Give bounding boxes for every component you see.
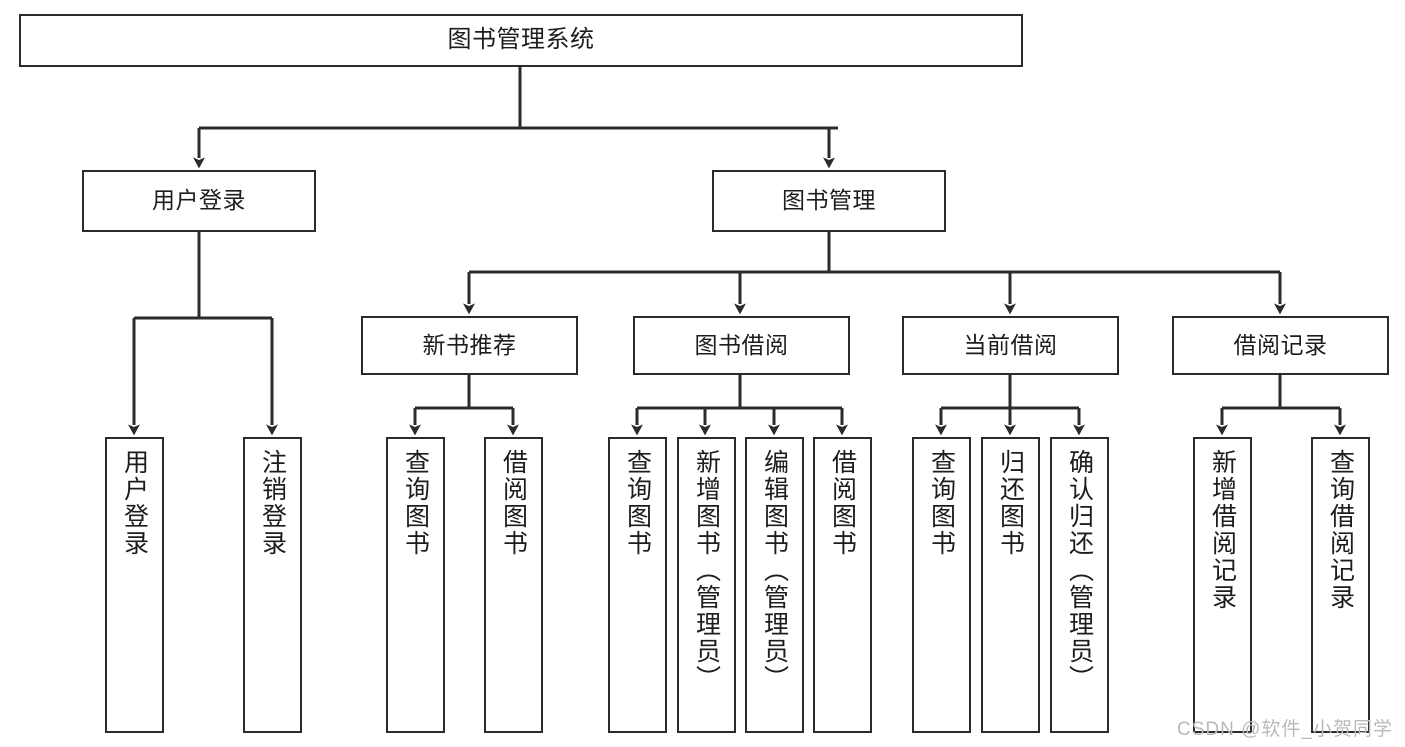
node-label: 借阅记录	[1233, 331, 1328, 358]
node-borrow-record[interactable]: 借阅记录	[1172, 316, 1389, 375]
node-label: 用户登录	[152, 187, 246, 214]
node-book-management[interactable]: 图书管理	[712, 170, 946, 232]
node-leaf-confirm-return-admin[interactable]: 确认归还（管理员）	[1050, 437, 1109, 733]
node-label: 借阅图书	[828, 449, 857, 557]
node-label: 图书借阅	[694, 331, 789, 358]
node-user-login[interactable]: 用户登录	[82, 170, 316, 232]
node-leaf-logout[interactable]: 注销登录	[243, 437, 302, 733]
node-leaf-borrow-book[interactable]: 借阅图书	[813, 437, 872, 733]
node-label: 注销登录	[258, 449, 287, 557]
node-leaf-add-book-admin[interactable]: 新增图书（管理员）	[677, 437, 736, 733]
watermark: CSDN @软件_小贺同学	[1177, 719, 1393, 740]
node-book-borrow[interactable]: 图书借阅	[633, 316, 850, 375]
node-label: 查询图书	[401, 449, 430, 557]
node-root-system[interactable]: 图书管理系统	[19, 14, 1023, 67]
node-label: 查询图书	[927, 449, 956, 557]
node-new-book-recommend[interactable]: 新书推荐	[361, 316, 578, 375]
node-label: 新书推荐	[422, 331, 517, 358]
node-current-borrow[interactable]: 当前借阅	[902, 316, 1119, 375]
node-label: 图书管理系统	[447, 26, 595, 54]
node-label: 新增借阅记录	[1208, 449, 1237, 611]
node-label: 归还图书	[996, 449, 1025, 557]
node-leaf-query-book-borrow[interactable]: 查询图书	[608, 437, 667, 733]
node-label: 编辑图书（管理员）	[760, 449, 789, 692]
node-leaf-add-borrow-record[interactable]: 新增借阅记录	[1193, 437, 1252, 733]
node-leaf-query-book-recommend[interactable]: 查询图书	[386, 437, 445, 733]
node-leaf-user-login[interactable]: 用户登录	[105, 437, 164, 733]
node-leaf-query-borrow-record[interactable]: 查询借阅记录	[1311, 437, 1370, 733]
node-label: 图书管理	[782, 187, 876, 214]
node-leaf-return-book[interactable]: 归还图书	[981, 437, 1040, 733]
node-label: 新增图书（管理员）	[692, 449, 721, 692]
node-label: 当前借阅	[963, 331, 1058, 358]
node-label: 确认归还（管理员）	[1065, 449, 1094, 692]
node-label: 查询图书	[623, 449, 652, 557]
node-leaf-query-book-current[interactable]: 查询图书	[912, 437, 971, 733]
node-leaf-borrow-book-recommend[interactable]: 借阅图书	[484, 437, 543, 733]
node-label: 借阅图书	[499, 449, 528, 557]
node-leaf-edit-book-admin[interactable]: 编辑图书（管理员）	[745, 437, 804, 733]
node-label: 用户登录	[120, 449, 149, 557]
node-label: 查询借阅记录	[1326, 449, 1355, 611]
